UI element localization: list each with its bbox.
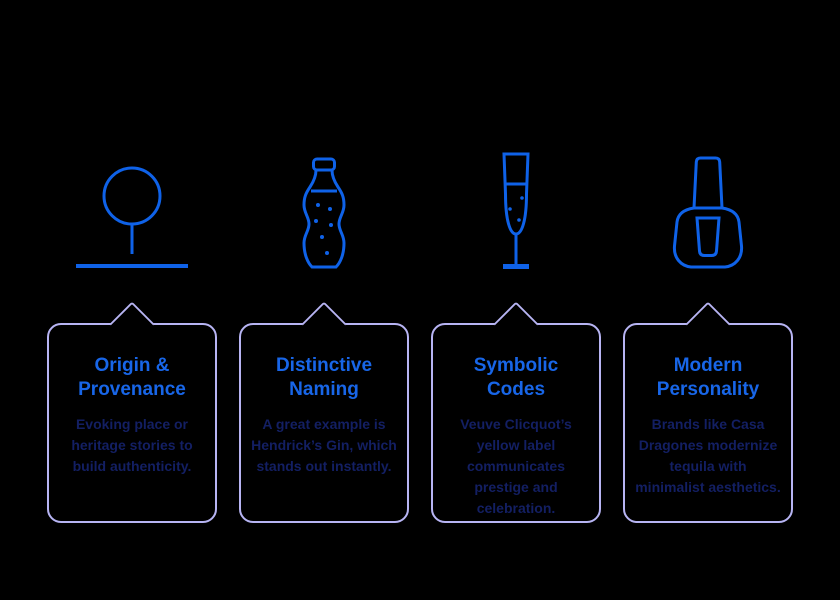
column-symbolic-codes: Symbolic Codes Veuve Clicquot’s yellow l… bbox=[431, 0, 601, 523]
tree-icon bbox=[76, 166, 188, 268]
card-title: Distinctive Naming bbox=[275, 355, 373, 400]
icon-area bbox=[47, 0, 217, 270]
card-notch bbox=[493, 301, 539, 347]
card-notch bbox=[301, 301, 347, 347]
card-distinctive-naming: Distinctive Naming A great example is He… bbox=[239, 301, 409, 523]
column-distinctive-naming: Distinctive Naming A great example is He… bbox=[239, 0, 409, 523]
icon-area bbox=[239, 0, 409, 270]
card-symbolic-codes: Symbolic Codes Veuve Clicquot’s yellow l… bbox=[431, 301, 601, 523]
card-title: Modern Personality bbox=[656, 355, 760, 400]
card-title: Origin & Provenance bbox=[78, 355, 186, 400]
card-columns: Origin & Provenance Evoking place or her… bbox=[47, 0, 793, 523]
card-description: A great example is Hendrick’s Gin, which… bbox=[251, 415, 397, 474]
column-origin-provenance: Origin & Provenance Evoking place or her… bbox=[47, 0, 217, 523]
card-description: Veuve Clicquot’s yellow label communicat… bbox=[460, 415, 572, 516]
nail-polish-icon bbox=[672, 156, 744, 269]
contour-bottle-icon bbox=[302, 157, 346, 269]
card-origin-provenance: Origin & Provenance Evoking place or her… bbox=[47, 301, 217, 523]
icon-area bbox=[431, 0, 601, 270]
card-title: Symbolic Codes bbox=[473, 355, 559, 400]
icon-area bbox=[623, 0, 793, 270]
card-modern-personality: Modern Personality Brands like Casa Drag… bbox=[623, 301, 793, 523]
card-notch bbox=[685, 301, 731, 347]
column-modern-personality: Modern Personality Brands like Casa Drag… bbox=[623, 0, 793, 523]
card-notch bbox=[109, 301, 155, 347]
card-description: Evoking place or heritage stories to bui… bbox=[71, 415, 193, 474]
card-description: Brands like Casa Dragones modernize tequ… bbox=[635, 415, 781, 495]
champagne-flute-icon bbox=[502, 152, 530, 269]
